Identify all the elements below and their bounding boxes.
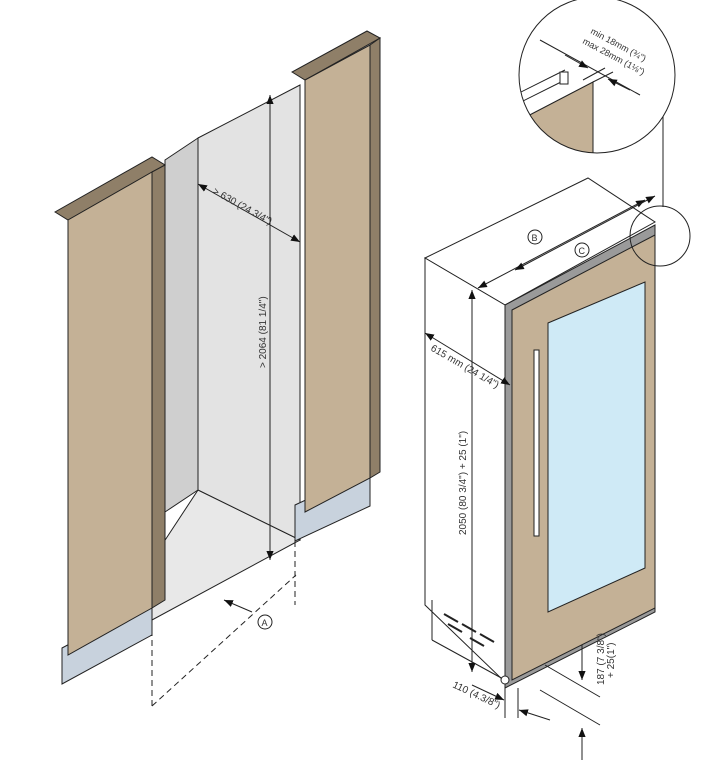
door-handle[interactable]	[533, 349, 540, 537]
marker-b: B	[532, 233, 538, 243]
niche-back-wall	[197, 84, 301, 541]
foot	[500, 675, 510, 685]
right-panel	[304, 44, 371, 513]
marker-a-circle	[257, 614, 273, 630]
niche-left-wall	[164, 137, 199, 513]
plinth-extra-label: + 25(1")	[606, 642, 617, 678]
marker-a: A	[262, 618, 268, 628]
marker-c: C	[579, 246, 586, 256]
niche-height-label: > 2064 (81 1/4")	[258, 296, 269, 368]
door-glass	[547, 281, 646, 613]
right-panel-side	[369, 37, 381, 479]
detail-source-circle	[629, 205, 691, 267]
left-panel-side	[151, 164, 166, 609]
plinth-height-label: 187 (7 3/8")	[596, 633, 607, 685]
left-panel	[67, 171, 153, 656]
niche	[54, 30, 382, 708]
appliance-height-label: 2050 (80 3/4") + 25 (1")	[458, 431, 469, 535]
